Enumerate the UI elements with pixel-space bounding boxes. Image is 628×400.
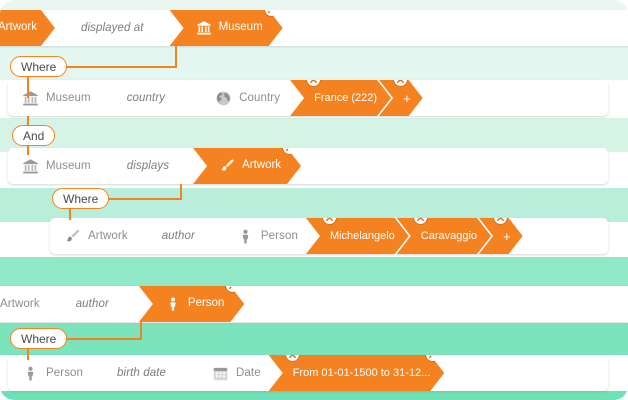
subject-token[interactable]: Artwork: [0, 10, 55, 46]
object-label: Person: [260, 230, 298, 242]
query-row[interactable]: Artwork author Person Michelangelo: [50, 218, 608, 254]
object-cell[interactable]: Person: [195, 218, 298, 254]
predicate-cell[interactable]: author: [40, 286, 109, 322]
connector-line: [44, 66, 177, 68]
connector-line: [27, 145, 29, 155]
value-token[interactable]: France (222): [290, 80, 391, 116]
paintbrush-icon: [64, 228, 81, 245]
subject-cell[interactable]: Artwork: [0, 286, 40, 322]
object-token[interactable]: Artwork: [193, 148, 301, 184]
plus-icon: +: [503, 228, 511, 244]
value-token[interactable]: Michelangelo: [306, 218, 409, 254]
predicate-cell[interactable]: birth date: [83, 355, 166, 391]
subject-label: Museum: [46, 160, 91, 172]
predicate-label: author: [161, 230, 195, 242]
predicate-cell[interactable]: author: [128, 218, 195, 254]
subject-label: Artwork: [88, 230, 128, 242]
connector-line: [140, 322, 142, 340]
predicate-label: displays: [126, 160, 170, 172]
plus-icon: +: [403, 90, 411, 106]
value-token[interactable]: From 01-01-1500 to 31-12...: [269, 355, 445, 391]
query-row[interactable]: Museum displays Artwork: [8, 148, 608, 184]
query-row[interactable]: Artwork displayed at Museum: [0, 10, 628, 46]
background-band-3: [0, 118, 628, 152]
value-label: Caravaggio: [420, 229, 478, 242]
calendar-icon: [212, 365, 229, 382]
subject-label: Person: [46, 367, 84, 379]
connector-where[interactable]: Where: [52, 188, 110, 209]
museum-icon: [196, 20, 212, 36]
subject-cell[interactable]: Museum: [8, 148, 91, 184]
predicate-label: author: [75, 298, 109, 310]
connector-line: [27, 116, 29, 128]
query-row[interactable]: Person birth date Date: [8, 355, 608, 391]
connector-and[interactable]: And: [12, 125, 56, 146]
value-label: From 01-01-1500 to 31-12...: [292, 366, 431, 379]
connector-where[interactable]: Where: [10, 328, 68, 349]
connector-line: [27, 76, 29, 98]
predicate-cell[interactable]: displays: [91, 148, 169, 184]
value-token[interactable]: Caravaggio: [397, 218, 491, 254]
connector-line: [90, 198, 182, 200]
connector-where[interactable]: Where: [10, 56, 68, 77]
subject-label: Artwork: [0, 298, 40, 310]
object-label: Museum: [218, 21, 263, 34]
object-label: Country: [239, 92, 281, 104]
connector-line: [69, 208, 71, 220]
object-token[interactable]: Museum: [170, 10, 283, 46]
connector-label: And: [23, 128, 45, 143]
subject-label: Artwork: [0, 21, 37, 34]
globe-icon: [215, 90, 232, 107]
person-icon: [22, 365, 39, 382]
value-label: Michelangelo: [329, 229, 395, 242]
background-band-2: [0, 46, 628, 80]
connector-label: Where: [63, 191, 99, 206]
subject-label: Museum: [46, 92, 91, 104]
connector-line: [175, 46, 177, 68]
background-band-5: [0, 257, 628, 289]
predicate-cell[interactable]: displayed at: [55, 10, 170, 46]
connector-label: Where: [21, 59, 57, 74]
value-label: France (222): [314, 91, 378, 104]
subject-cell[interactable]: Museum: [8, 80, 91, 116]
connector-line: [27, 348, 29, 360]
museum-icon: [22, 158, 39, 175]
predicate-label: country: [126, 92, 166, 104]
subject-cell[interactable]: Person: [8, 355, 83, 391]
object-cell[interactable]: Date: [166, 355, 261, 391]
connector-label: Where: [21, 331, 57, 346]
person-icon: [165, 296, 181, 312]
background-band-7: [0, 391, 628, 400]
query-row[interactable]: Artwork author Person: [0, 286, 628, 322]
background-band-1: [0, 0, 628, 10]
object-token[interactable]: Person: [139, 286, 244, 322]
query-row[interactable]: Museum country Country France (222): [8, 80, 608, 116]
object-label: Date: [236, 367, 261, 379]
object-label: Person: [187, 297, 225, 310]
predicate-label: birth date: [117, 367, 166, 379]
subject-cell[interactable]: Artwork: [50, 218, 128, 254]
museum-icon: [22, 90, 39, 107]
person-icon: [237, 228, 254, 245]
paintbrush-icon: [219, 158, 235, 174]
object-cell[interactable]: Country: [165, 80, 280, 116]
object-label: Artwork: [242, 159, 282, 172]
connector-line: [180, 184, 182, 200]
predicate-label: displayed at: [80, 22, 144, 34]
predicate-cell[interactable]: country: [91, 80, 165, 116]
connector-line: [44, 338, 142, 340]
